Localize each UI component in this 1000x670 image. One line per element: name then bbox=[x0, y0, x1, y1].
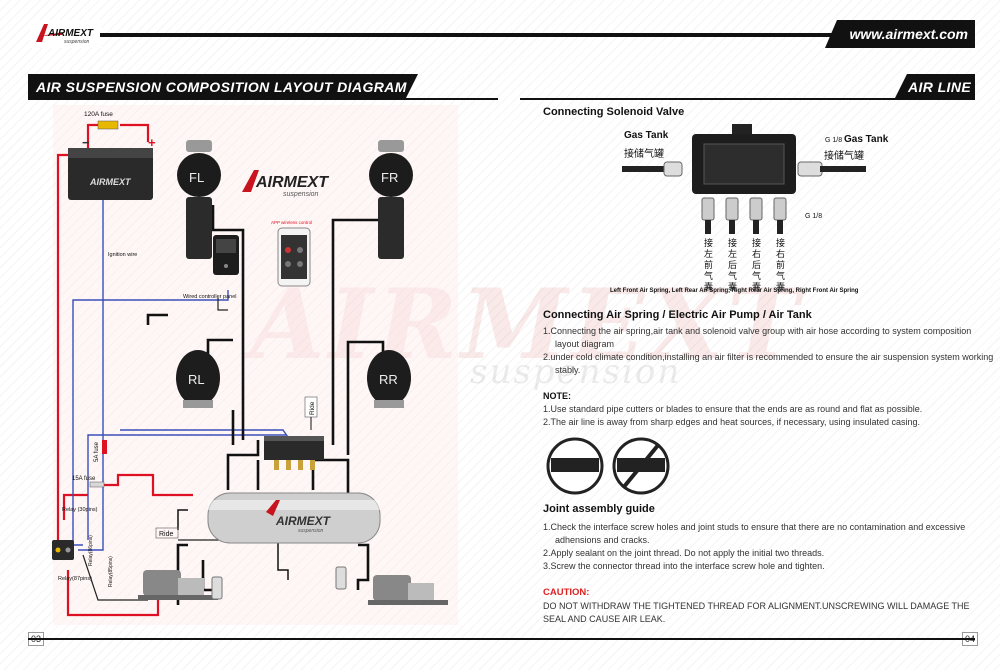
ports-caption: Left Front Air Spring, Left Rear Air Spr… bbox=[610, 288, 859, 294]
fuse-15a-label: 15A fuse bbox=[72, 476, 96, 482]
port-label-cn: 接右前气囊 bbox=[776, 237, 785, 292]
fuse-120a-label: 120A fuse bbox=[84, 111, 113, 118]
suspension-layout-diagram: AIRMEXT + − 120A fuse Ignition wire FL F… bbox=[52, 105, 458, 625]
relay bbox=[52, 540, 74, 560]
fuse-15a-icon bbox=[89, 481, 105, 488]
app-control-label: APP wireless control bbox=[271, 220, 312, 225]
port-label-cn: 接右后气囊 bbox=[752, 237, 761, 292]
control-wires bbox=[72, 200, 291, 551]
left-title-bar bbox=[28, 74, 418, 98]
correct-cut-icon bbox=[546, 437, 604, 495]
note-heading: NOTE: bbox=[543, 391, 571, 401]
caution-heading: CAUTION: bbox=[543, 587, 590, 598]
air-filter-right bbox=[335, 566, 347, 590]
connecting-item-2: 2.under cold climate condition,installin… bbox=[543, 352, 994, 375]
relay-85-label: Relay(85pins) bbox=[108, 556, 114, 587]
wired-controller-panel bbox=[213, 235, 239, 275]
pipe-cut-icons bbox=[546, 437, 670, 495]
thread-label-side: G 1/8 bbox=[805, 213, 822, 220]
battery-minus: − bbox=[82, 135, 90, 150]
website-url[interactable]: www.airmext.com bbox=[849, 26, 968, 42]
air-spring-rl: RL bbox=[176, 350, 220, 408]
battery: AIRMEXT + − bbox=[68, 135, 156, 200]
brand-sub-text: suspension bbox=[64, 39, 90, 45]
right-hose bbox=[797, 161, 866, 177]
ride-top-label: Ride bbox=[309, 401, 316, 415]
gas-tank-right-cn: 接储气罐 bbox=[824, 149, 864, 162]
air-tank: AIRMEXT suspension bbox=[207, 492, 381, 544]
connecting-item-1: 1.Connecting the air spring,air tank and… bbox=[543, 326, 972, 349]
air-filter-left bbox=[211, 576, 223, 600]
connecting-heading: Connecting Air Spring / Electric Air Pum… bbox=[543, 309, 812, 321]
relay-87-label: Relay(87pins) bbox=[58, 576, 92, 582]
watermark-sub: suspension bbox=[470, 352, 682, 392]
gas-tank-left-cn: 接储气罐 bbox=[624, 147, 664, 160]
diagram-logo-text: AIRMEXT bbox=[255, 174, 329, 191]
tank-logo-sub: suspension bbox=[298, 528, 324, 534]
incorrect-cut-icon bbox=[612, 437, 670, 495]
battery-brand: AIRMEXT bbox=[89, 177, 132, 187]
left-title-rule bbox=[28, 98, 498, 100]
note-item-2: 2.The air line is away from sharp edges … bbox=[543, 417, 921, 427]
spring-rr-label: RR bbox=[379, 372, 398, 387]
ignition-wire-label: Ignition wire bbox=[108, 252, 137, 258]
port-label-cn: 接左前气囊 bbox=[704, 237, 713, 292]
ride-tank-label: Ride bbox=[159, 531, 174, 538]
left-section-title: AIR SUSPENSION COMPOSITION LAYOUT DIAGRA… bbox=[36, 79, 407, 95]
valve-body bbox=[692, 124, 796, 194]
spring-fr-label: FR bbox=[381, 170, 398, 185]
right-section-title: AIR LINE bbox=[908, 79, 972, 95]
fuse-5a-label: 5A fuse bbox=[94, 441, 100, 462]
air-spring-fl: FL bbox=[177, 140, 221, 259]
ride-tank-box bbox=[155, 527, 179, 539]
solenoid-connection-diagram: Gas Tank 接储气罐 Gas Tank 接储气罐 G 1/8 G 1/8 bbox=[610, 124, 889, 294]
thin-air-lines bbox=[177, 509, 289, 580]
joint-item-2: 2.Apply sealant on the joint thread. Do … bbox=[543, 548, 825, 558]
fuse-120a-icon bbox=[97, 120, 119, 130]
air-spring-fr: FR bbox=[369, 140, 413, 259]
spring-fl-label: FL bbox=[189, 170, 204, 185]
gas-tank-left-label: Gas Tank bbox=[624, 130, 669, 141]
ride-sensor-top: Ride bbox=[304, 396, 318, 430]
air-compressor-left bbox=[138, 570, 218, 600]
port-label-cn: 接左后气囊 bbox=[728, 237, 737, 292]
relay-86-label: Relay(86pins) bbox=[88, 535, 94, 566]
air-compressor-right bbox=[368, 575, 448, 605]
wired-panel-label: Wired controller panel bbox=[183, 294, 237, 300]
caution-text: DO NOT WITHDRAW THE TIGHTENED THREAD FOR… bbox=[543, 601, 970, 624]
right-title-bar bbox=[895, 74, 975, 98]
thread-label-top: G 1/8 bbox=[825, 137, 842, 144]
relay-30-label: Relay (30pins) bbox=[62, 507, 98, 513]
diagram-logo: AIRMEXT suspension bbox=[242, 170, 329, 198]
footer-rule bbox=[28, 638, 975, 640]
gas-tank-right-label: Gas Tank bbox=[844, 134, 889, 145]
diagram-logo-sub: suspension bbox=[283, 191, 319, 198]
air-spring-rr: RR bbox=[367, 350, 411, 408]
solenoid-valve-block bbox=[264, 436, 324, 470]
solenoid-heading: Connecting Solenoid Valve bbox=[543, 106, 685, 118]
battery-plus: + bbox=[148, 135, 156, 150]
note-item-1: 1.Use standard pipe cutters or blades to… bbox=[543, 404, 923, 414]
fuse-5a-icon bbox=[102, 440, 107, 454]
watermark-brand: AIRMEXT bbox=[250, 268, 803, 381]
spring-rl-label: RL bbox=[188, 372, 205, 387]
left-hose bbox=[622, 161, 683, 177]
app-phone bbox=[277, 227, 311, 287]
joint-item-1: 1.Check the interface screw holes and jo… bbox=[543, 522, 966, 545]
url-bar bbox=[825, 20, 975, 48]
outlet-fittings bbox=[701, 197, 787, 234]
right-title-rule bbox=[520, 98, 975, 100]
header-rule bbox=[100, 33, 850, 37]
tank-logo-text: AIRMEXT bbox=[275, 514, 332, 528]
airmext-logo: AIRMEXT suspension bbox=[36, 24, 94, 45]
joint-item-3: 3.Screw the connector thread into the in… bbox=[543, 561, 825, 571]
brand-text: AIRMEXT bbox=[47, 28, 94, 39]
joint-heading: Joint assembly guide bbox=[543, 503, 655, 515]
